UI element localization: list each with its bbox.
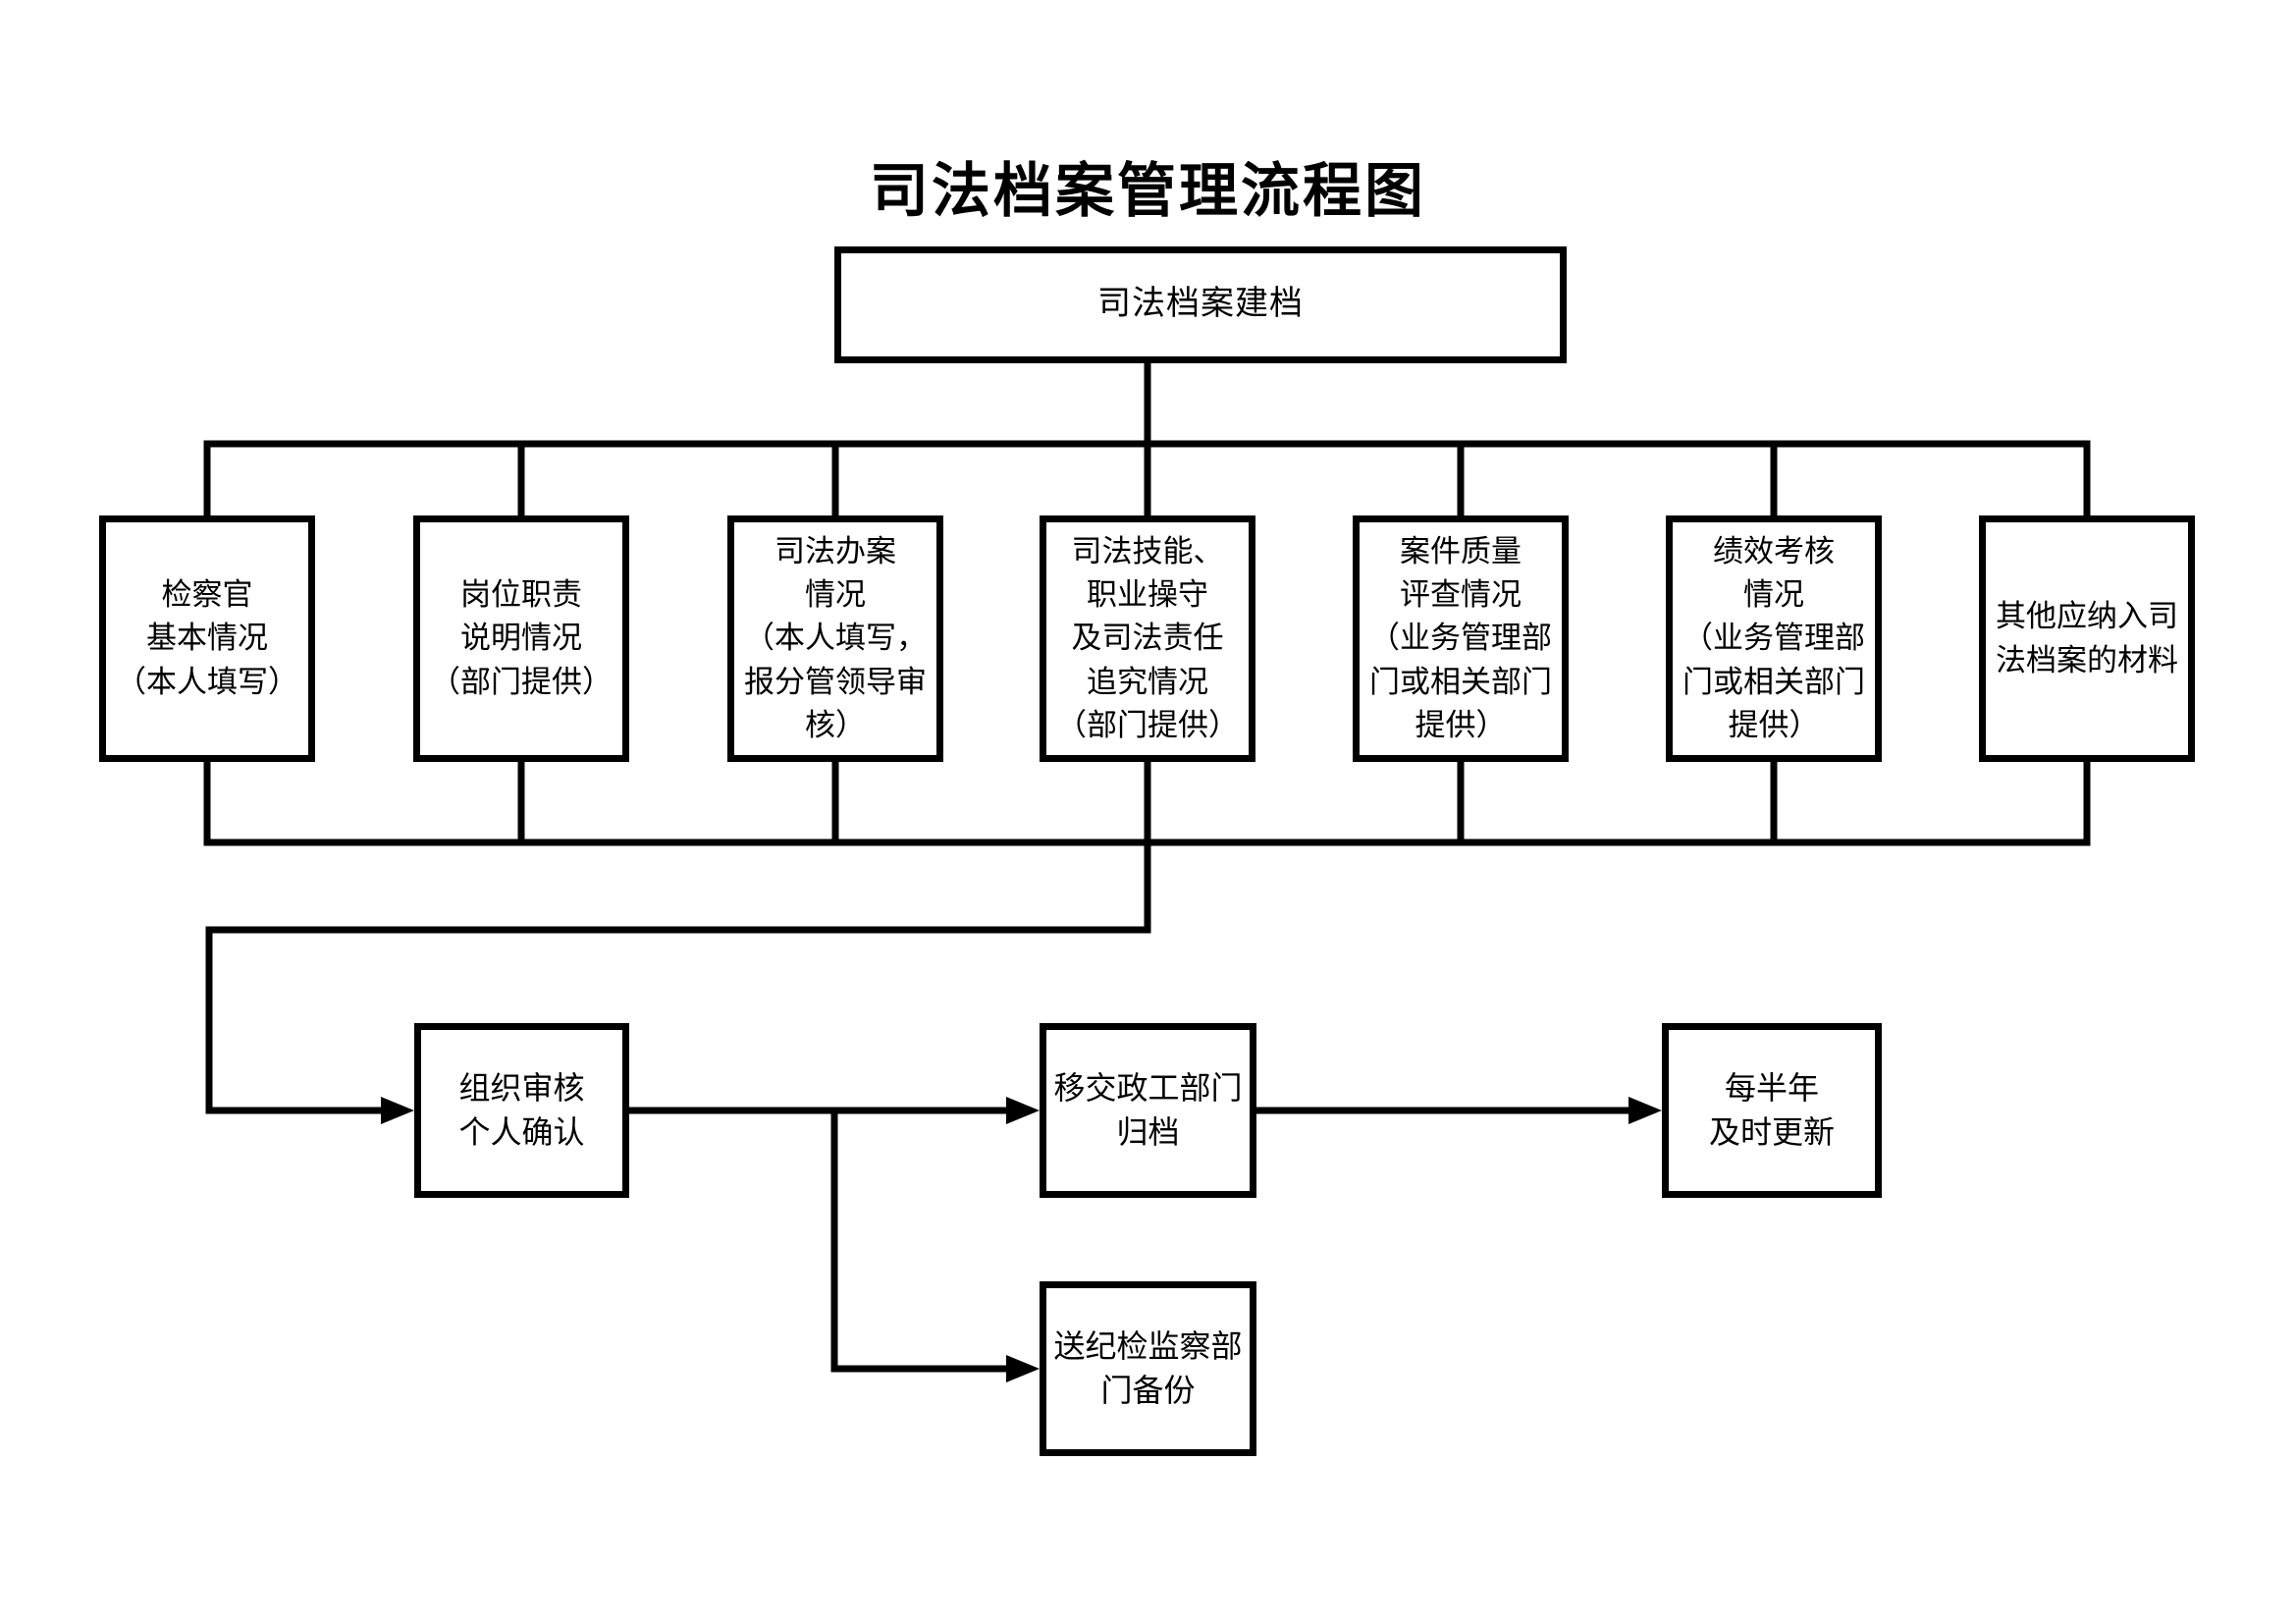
connector-branch-drops-top xyxy=(203,440,2091,519)
node-branch-case-handling: 司法办案 情况 （本人填写， 报分管领导审 核） xyxy=(727,515,943,762)
arrowhead-to-archive xyxy=(1006,1097,1040,1124)
arrowhead-to-review xyxy=(381,1097,414,1124)
connector-branch-drops-bottom xyxy=(203,758,2091,846)
node-branch-skills-ethics: 司法技能、 职业操守 及司法责任 追究情况 （部门提供） xyxy=(1040,515,1255,762)
node-branch-prosecutor-basic-info: 检察官 基本情况 （本人填写） xyxy=(99,515,315,762)
arrowhead-to-update xyxy=(1629,1097,1662,1124)
node-archive-creation: 司法档案建档 xyxy=(834,246,1567,363)
arrowhead-to-backup xyxy=(1006,1355,1040,1382)
node-branch-case-quality: 案件质量 评查情况 （业务管理部 门或相关部门 提供） xyxy=(1353,515,1569,762)
node-review-confirm: 组织审核 个人确认 xyxy=(414,1023,629,1198)
node-branch-performance-review: 绩效考核 情况 （业务管理部 门或相关部门 提供） xyxy=(1666,515,1882,762)
connector-to-review xyxy=(205,839,1151,1114)
node-transfer-archive: 移交政工部门 归档 xyxy=(1040,1023,1256,1198)
node-semiannual-update: 每半年 及时更新 xyxy=(1662,1023,1882,1198)
diagram-title: 司法档案管理流程图 xyxy=(870,159,1426,224)
node-discipline-backup: 送纪检监察部 门备份 xyxy=(1040,1281,1256,1456)
connector-to-backup xyxy=(830,1107,1014,1373)
node-branch-job-duties: 岗位职责 说明情况 （部门提供） xyxy=(413,515,629,762)
node-branch-other-materials: 其他应纳入司 法档案的材料 xyxy=(1979,515,2195,762)
